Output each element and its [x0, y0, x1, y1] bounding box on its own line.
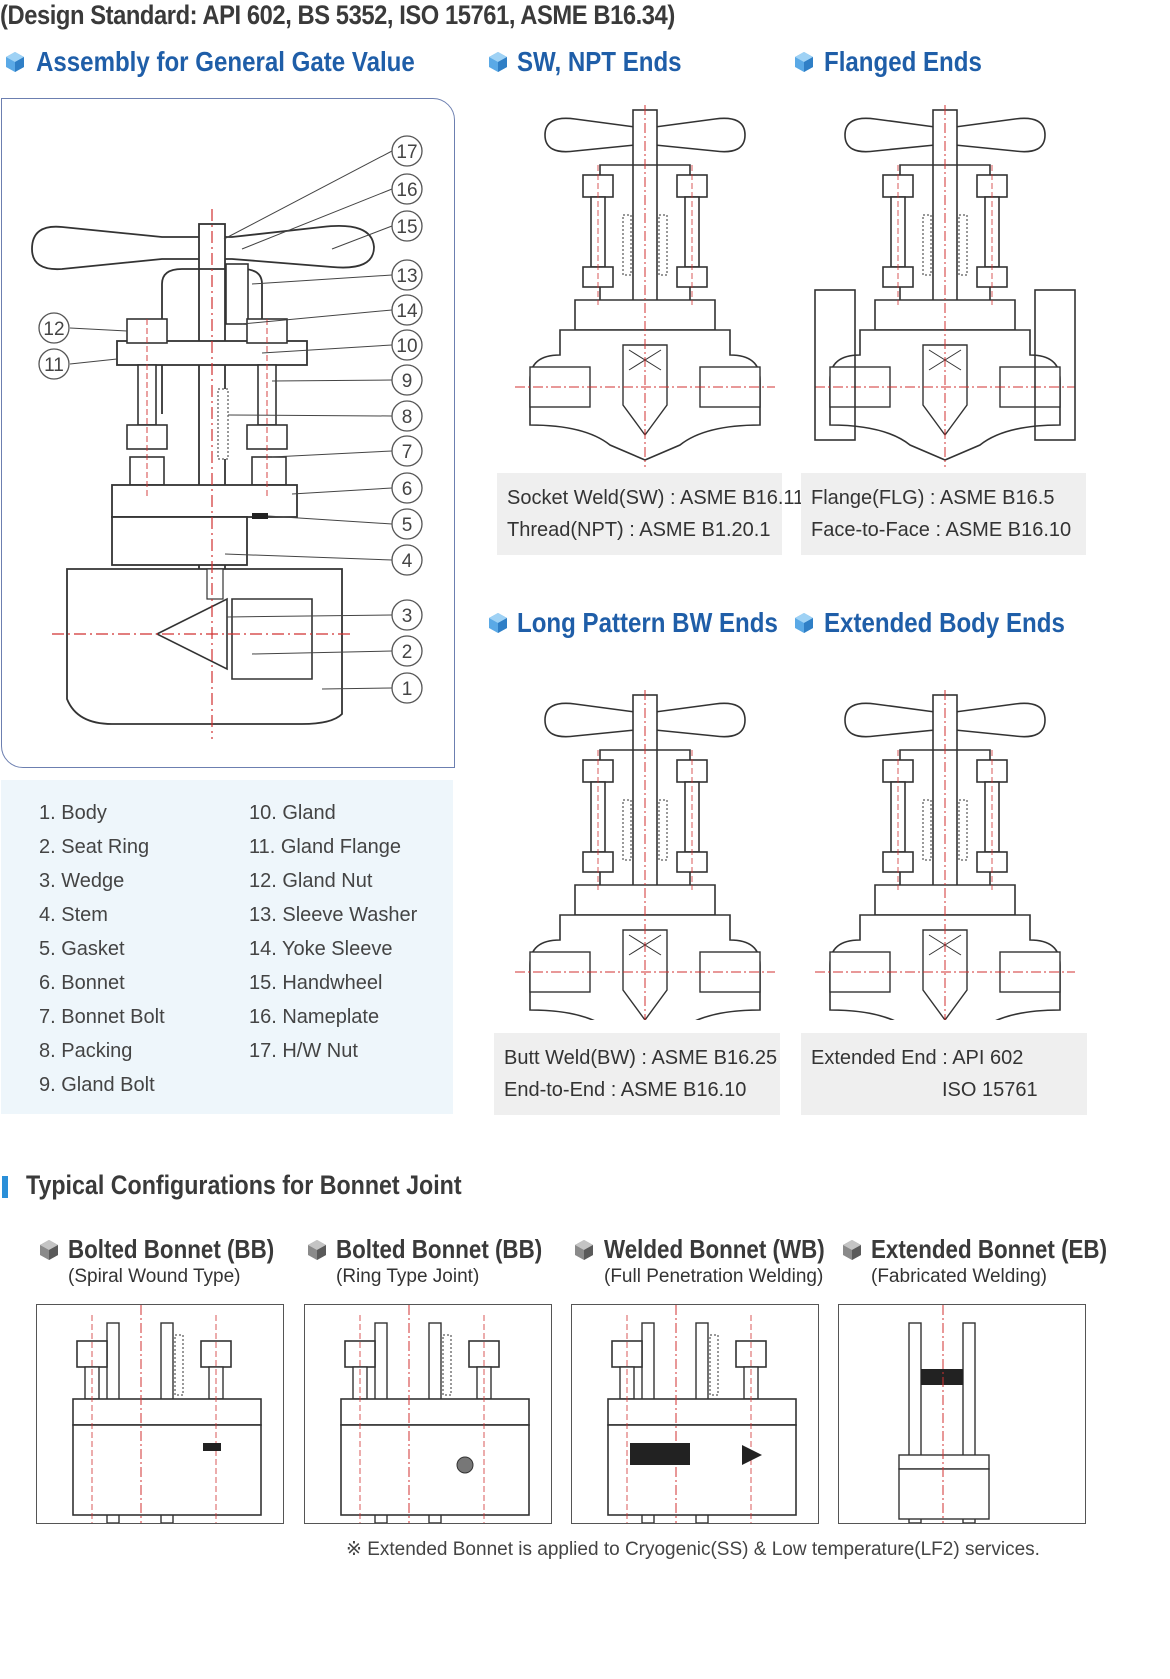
- bonnet-drawing-welded: [571, 1304, 819, 1524]
- part-item: 11. Gland Flange: [249, 836, 401, 858]
- bonnet-title: Bolted Bonnet (BB): [336, 1234, 543, 1264]
- callout-3: 3: [402, 606, 413, 627]
- caption-line: Extended End : API 602: [811, 1047, 1024, 1069]
- caption-line: Thread(NPT) : ASME B1.20.1: [507, 519, 771, 541]
- bonnet-subtitle: (Fabricated Welding): [871, 1266, 1048, 1287]
- part-item: 16. Nameplate: [249, 1006, 380, 1028]
- assembly-drawing: 17 16 15 13 14 10 9 8 7 6 5 4 3 2 1 12 1…: [31, 135, 423, 739]
- bonnet-subtitle: (Ring Type Joint): [336, 1266, 480, 1287]
- part-item: 17. H/W Nut: [249, 1040, 358, 1062]
- hex-bullet-icon: [795, 52, 813, 72]
- parts-legend: 1. Body 2. Seat Ring 3. Wedge 4. Stem 5.…: [1, 780, 453, 1114]
- callout-5: 5: [402, 515, 413, 536]
- section-title-assembly: Assembly for General Gate Value: [36, 46, 415, 77]
- callout-12: 12: [43, 319, 64, 340]
- callout-9: 9: [402, 371, 413, 392]
- part-item: 5. Gasket: [39, 938, 125, 960]
- part-item: 4. Stem: [39, 904, 108, 926]
- callout-group: 17 16 15 13 14 10 9 8 7 6 5 4 3 2 1 12 1…: [38, 135, 423, 704]
- section-title-extended: Extended Body Ends: [824, 607, 1065, 638]
- callout-15: 15: [396, 217, 417, 238]
- bonnet-drawing-ring: [304, 1304, 552, 1524]
- part-item: 2. Seat Ring: [39, 836, 150, 858]
- bonnet-section-title: Typical Configurations for Bonnet Joint: [26, 1170, 462, 1200]
- section-title-long-bw: Long Pattern BW Ends: [517, 607, 778, 638]
- bonnet-drawing-spiral: [36, 1304, 284, 1524]
- part-item: 8. Packing: [39, 1040, 133, 1062]
- section-title-sw-npt: SW, NPT Ends: [517, 46, 682, 77]
- hex-bullet-icon: [795, 613, 813, 633]
- caption-line: Socket Weld(SW) : ASME B16.11: [507, 487, 805, 509]
- part-item: 7. Bonnet Bolt: [39, 1006, 165, 1028]
- bonnet-title: Bolted Bonnet (BB): [68, 1234, 275, 1264]
- caption-line: Face-to-Face : ASME B16.10: [811, 519, 1072, 541]
- callout-4: 4: [402, 551, 413, 572]
- grey-hex-bullet-icon: [308, 1240, 326, 1260]
- flanged-valve-drawing: [814, 105, 1076, 467]
- callout-17: 17: [396, 142, 417, 163]
- part-item: 10. Gland: [249, 802, 336, 824]
- hex-bullet-icon: [6, 52, 24, 72]
- grey-hex-bullet-icon: [40, 1240, 58, 1260]
- section-title-flanged: Flanged Ends: [824, 46, 982, 77]
- part-item: 13. Sleeve Washer: [249, 904, 418, 926]
- bonnet-subtitle: (Spiral Wound Type): [68, 1266, 241, 1287]
- bonnet-title: Welded Bonnet (WB): [604, 1234, 825, 1264]
- caption-line: Butt Weld(BW) : ASME B16.25: [504, 1047, 778, 1069]
- caption-flanged: Flange(FLG) : ASME B16.5 Face-to-Face : …: [801, 473, 1086, 555]
- part-item: 6. Bonnet: [39, 972, 125, 994]
- callout-14: 14: [396, 301, 418, 322]
- part-item: 12. Gland Nut: [249, 870, 373, 892]
- part-item: 9. Gland Bolt: [39, 1074, 155, 1096]
- extended-valve-drawing: [814, 690, 1076, 1020]
- caption-long-bw: Butt Weld(BW) : ASME B16.25 End-to-End :…: [494, 1033, 780, 1115]
- callout-6: 6: [402, 479, 413, 500]
- grey-hex-bullet-icon: [575, 1240, 593, 1260]
- callout-2: 2: [402, 642, 413, 663]
- part-item: 15. Handwheel: [249, 972, 383, 994]
- callout-8: 8: [402, 407, 413, 428]
- callout-11: 11: [44, 355, 64, 376]
- caption-line: Flange(FLG) : ASME B16.5: [811, 487, 1055, 509]
- part-item: 14. Yoke Sleeve: [249, 938, 393, 960]
- grey-hex-bullet-icon: [843, 1240, 861, 1260]
- bonnet-drawing-extended: [838, 1304, 1086, 1524]
- bonnet-subtitle: (Full Penetration Welding): [604, 1266, 824, 1287]
- callout-7: 7: [402, 442, 413, 463]
- assembly-panel: 17 16 15 13 14 10 9 8 7 6 5 4 3 2 1 12 1…: [1, 98, 455, 768]
- bonnet-title: Extended Bonnet (EB): [871, 1234, 1108, 1264]
- callout-10: 10: [396, 336, 417, 357]
- footnote: ※ Extended Bonnet is applied to Cryogeni…: [346, 1539, 1040, 1560]
- sw-npt-valve-drawing: [514, 105, 776, 467]
- callout-1: 1: [402, 679, 413, 700]
- section-bar-icon: [2, 1176, 8, 1198]
- part-item: 1. Body: [39, 802, 107, 824]
- caption-extended: Extended End : API 602 ISO 15761: [801, 1033, 1087, 1115]
- callout-13: 13: [396, 266, 417, 287]
- long-bw-valve-drawing: [514, 690, 776, 1020]
- design-standard: (Design Standard: API 602, BS 5352, ISO …: [0, 0, 675, 30]
- callout-16: 16: [396, 180, 417, 201]
- hex-bullet-icon: [489, 52, 507, 72]
- caption-line: End-to-End : ASME B16.10: [504, 1079, 747, 1101]
- caption-line: ISO 15761: [942, 1079, 1038, 1101]
- hex-bullet-icon: [489, 613, 507, 633]
- caption-sw-npt: Socket Weld(SW) : ASME B16.11 Thread(NPT…: [497, 473, 804, 555]
- part-item: 3. Wedge: [39, 870, 125, 892]
